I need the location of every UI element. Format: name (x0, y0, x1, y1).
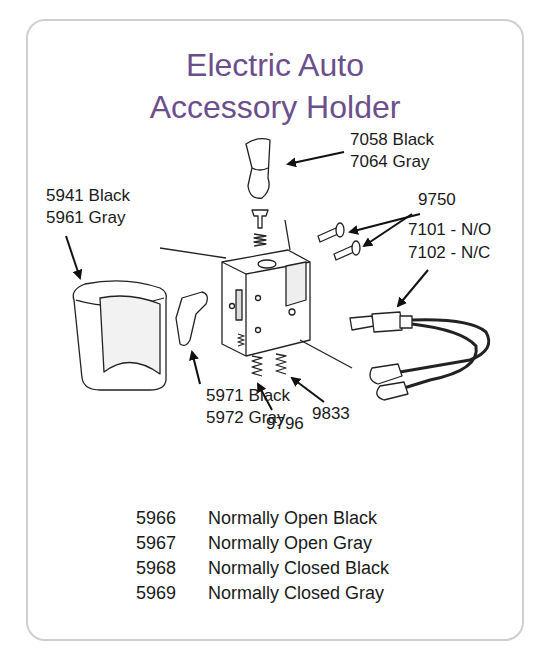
knob (246, 139, 270, 199)
plunger (252, 210, 268, 228)
wire-stub (300, 340, 352, 368)
small-spring (238, 334, 244, 346)
knob-spring (254, 234, 266, 246)
table-cell: 5967 (136, 533, 176, 553)
table-cell: Normally Open Gray (208, 533, 372, 553)
switch-with-leads (350, 312, 489, 400)
table-cell: 5966 (136, 508, 176, 528)
callout-number: 7101 - N/O (408, 220, 491, 240)
table-cell: 5968 (136, 558, 176, 578)
callout-number: 5941 Black (46, 186, 130, 206)
table-cell: 5969 (136, 583, 176, 603)
title: Electric Auto Accessory Holder (115, 44, 435, 128)
screw (334, 241, 360, 260)
table-cell: Normally Closed Gray (208, 583, 384, 603)
callout-number: 7102 - N/C (408, 243, 490, 263)
frame (27, 20, 523, 640)
rod (160, 248, 226, 258)
callout-number: 9833 (312, 404, 350, 424)
screw (318, 223, 344, 242)
callout-number: 7058 Black (350, 130, 434, 150)
callout-number: 5971 Black (206, 386, 290, 406)
bracket-block (222, 250, 310, 356)
callout-number: 9750 (418, 190, 456, 210)
pin (285, 220, 290, 250)
callout-number: 5961 Gray (46, 208, 125, 228)
table-cell: Normally Open Black (208, 508, 377, 528)
callout-number: 7064 Gray (350, 152, 429, 172)
spring-9833 (276, 354, 286, 374)
cup-holder (73, 281, 166, 390)
spring-9796 (252, 356, 262, 376)
table-cell: Normally Closed Black (208, 558, 389, 578)
release-lever (176, 292, 207, 345)
callout-number: 9796 (266, 414, 304, 434)
